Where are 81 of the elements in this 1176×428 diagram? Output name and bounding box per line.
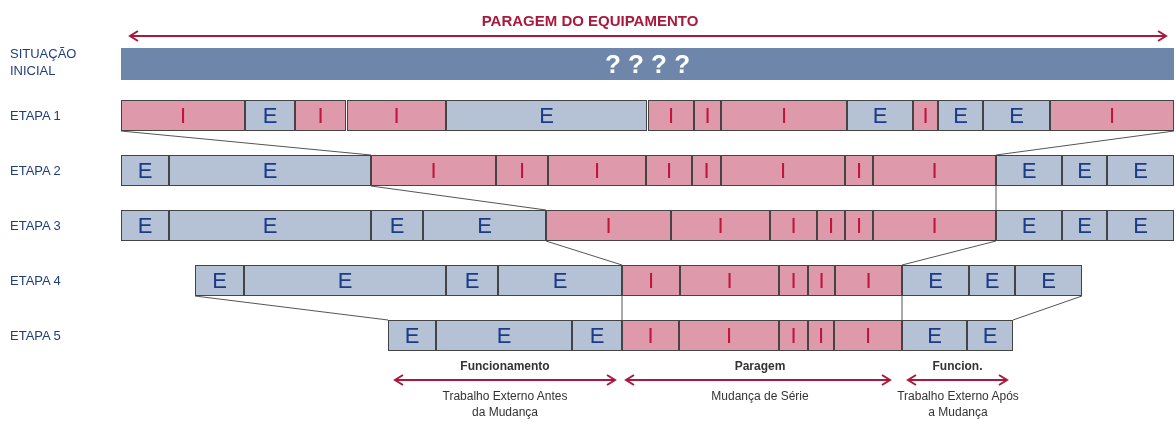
internal-task-block: I — [548, 155, 646, 186]
external-task-block: E — [847, 100, 913, 131]
external-task-block: E — [969, 265, 1015, 296]
external-task-block: E — [996, 155, 1062, 186]
projection-line — [995, 185, 997, 211]
internal-task-block: I — [496, 155, 548, 186]
row-label: ETAPA 5 — [10, 327, 62, 345]
external-task-block: E — [169, 210, 371, 241]
internal-task-block: I — [845, 155, 873, 186]
internal-task-block: I — [680, 265, 779, 296]
phase-description: Trabalho Externo Após a Mudança — [896, 388, 1020, 420]
internal-task-block: I — [295, 100, 346, 131]
internal-task-block: I — [808, 320, 834, 351]
internal-task-block: I — [692, 155, 721, 186]
title: PARAGEM DO EQUIPAMENTO — [480, 11, 700, 31]
internal-task-block: I — [913, 100, 938, 131]
internal-task-block: I — [721, 100, 847, 131]
row-label: ETAPA 3 — [10, 217, 62, 235]
external-task-block: E — [967, 320, 1013, 351]
internal-task-block: I — [671, 210, 770, 241]
external-task-block: E — [169, 155, 371, 186]
internal-task-block: I — [347, 100, 446, 131]
projection-line — [901, 240, 997, 266]
internal-task-block: I — [679, 320, 779, 351]
internal-task-block: I — [546, 210, 671, 241]
external-task-block: E — [1107, 210, 1174, 241]
internal-task-block: I — [622, 320, 679, 351]
phase-description: Trabalho Externo Antes da Mudança — [441, 388, 569, 420]
external-task-block: E — [245, 100, 295, 131]
internal-task-block: I — [834, 320, 902, 351]
internal-task-block: I — [121, 100, 245, 131]
phase-label: Paragem — [733, 358, 787, 375]
internal-task-block: I — [817, 210, 845, 241]
phase-label: Funcion. — [931, 358, 984, 375]
external-task-block: E — [388, 320, 436, 351]
internal-task-block: I — [721, 155, 845, 186]
internal-task-block: I — [622, 265, 680, 296]
internal-task-block: I — [835, 265, 902, 296]
external-task-block: E — [446, 265, 498, 296]
row-label: ETAPA 2 — [10, 162, 62, 180]
external-task-block: E — [446, 100, 647, 131]
external-task-block: E — [938, 100, 983, 131]
external-task-block: E — [996, 210, 1062, 241]
external-task-block: E — [1107, 155, 1174, 186]
external-task-block: E — [423, 210, 546, 241]
external-task-block: E — [498, 265, 622, 296]
initial-state-bar: ? ? ? ? — [121, 48, 1174, 80]
phase-label: Funcionamento — [459, 358, 551, 375]
external-task-block: E — [902, 320, 967, 351]
external-task-block: E — [436, 320, 572, 351]
phase-description: Mudança de Série — [710, 388, 810, 404]
external-task-block: E — [244, 265, 446, 296]
external-task-block: E — [195, 265, 244, 296]
internal-task-block: I — [770, 210, 817, 241]
internal-task-block: I — [694, 100, 721, 131]
internal-task-block: I — [371, 155, 496, 186]
projection-line — [1012, 295, 1083, 321]
external-task-block: E — [371, 210, 423, 241]
internal-task-block: I — [1050, 100, 1174, 131]
external-task-block: E — [983, 100, 1050, 131]
row-label: ETAPA 1 — [10, 107, 62, 125]
projection-line — [901, 295, 903, 321]
internal-task-block: I — [845, 210, 873, 241]
external-task-block: E — [1062, 210, 1107, 241]
internal-task-block: I — [646, 155, 692, 186]
external-task-block: E — [121, 210, 169, 241]
projection-line — [621, 295, 623, 321]
external-task-block: E — [1015, 265, 1082, 296]
external-task-block: E — [572, 320, 622, 351]
external-task-block: E — [121, 155, 169, 186]
internal-task-block: I — [648, 100, 694, 131]
row-label: SITUAÇÃO INICIAL — [10, 45, 78, 79]
external-task-block: E — [902, 265, 969, 296]
internal-task-block: I — [873, 210, 996, 241]
internal-task-block: I — [808, 265, 835, 296]
internal-task-block: I — [779, 265, 808, 296]
external-task-block: E — [1062, 155, 1107, 186]
internal-task-block: I — [873, 155, 996, 186]
row-label: ETAPA 4 — [10, 272, 62, 290]
projection-line — [545, 240, 623, 266]
internal-task-block: I — [779, 320, 808, 351]
